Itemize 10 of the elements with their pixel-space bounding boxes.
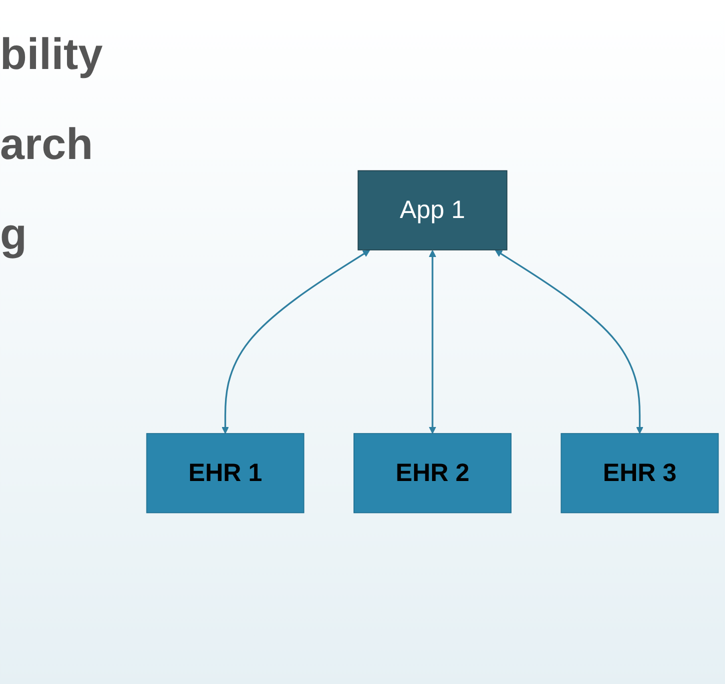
slide-text: bility xyxy=(0,30,104,80)
node-box: EHR 1 xyxy=(146,433,304,514)
arrow xyxy=(428,250,436,434)
arrow xyxy=(222,250,370,434)
arrow xyxy=(494,250,644,434)
slide-text: g xyxy=(0,210,28,260)
node-box: EHR 3 xyxy=(560,433,719,514)
node-box: App 1 xyxy=(358,170,508,251)
slide-text: arch xyxy=(0,120,94,170)
node-box: EHR 2 xyxy=(354,433,512,514)
